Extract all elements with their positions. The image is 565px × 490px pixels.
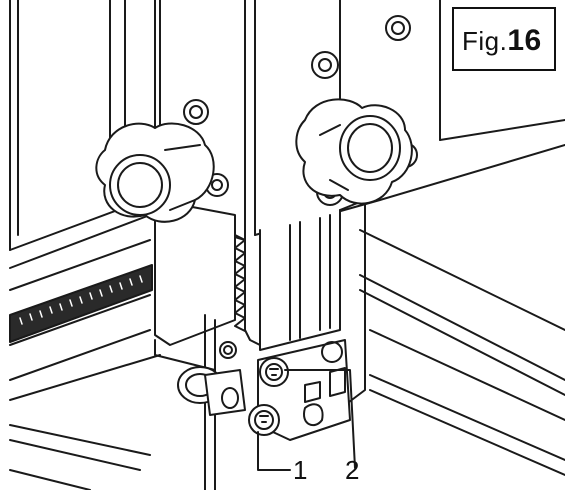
callout-label-1: 1 — [293, 455, 308, 485]
figure-label-box — [452, 7, 556, 71]
saw-blade-teeth — [234, 234, 246, 332]
right-table-rails — [359, 119, 565, 476]
callout-2-leader — [284, 369, 356, 469]
adjustment-screw-1 — [248, 404, 280, 436]
left-star-knob — [95, 122, 215, 223]
measuring-scale — [9, 264, 153, 343]
adjustment-screw-2 — [259, 357, 289, 387]
callout-1-leader — [257, 431, 291, 471]
left-lower-rails — [9, 354, 161, 490]
callout-label-2: 2 — [345, 455, 360, 485]
left-frame-rails — [9, 0, 156, 381]
right-star-knob — [295, 98, 413, 205]
guide-post — [154, 199, 366, 406]
figure-label: Fig.16 — [462, 24, 542, 58]
guide-bearing — [177, 341, 246, 416]
figure-number: 16 — [507, 24, 542, 57]
figure-prefix: Fig. — [462, 26, 508, 56]
